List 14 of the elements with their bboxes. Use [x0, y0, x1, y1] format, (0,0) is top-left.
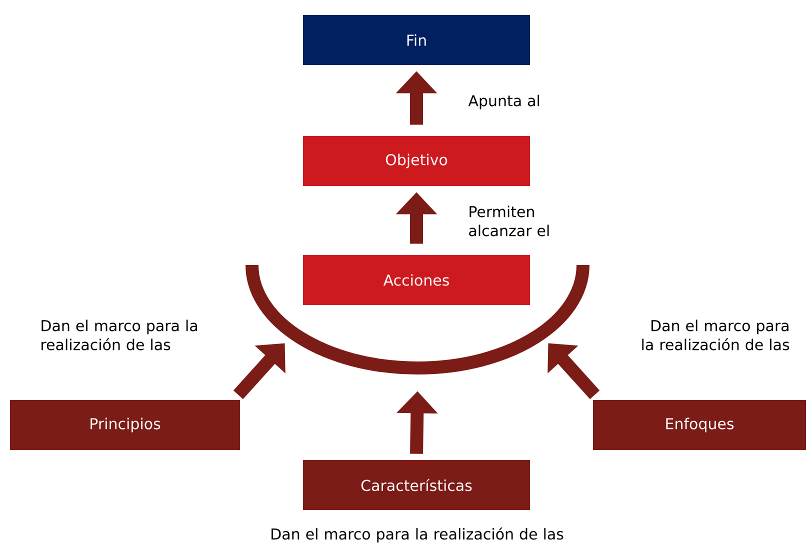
label-box: Acciones	[303, 255, 530, 305]
label-box: Principios	[10, 400, 240, 450]
label-box: Objetivo	[303, 136, 530, 186]
label-box: Características	[303, 460, 530, 510]
edge-label: Apunta al	[468, 94, 540, 110]
block-arrow	[233, 343, 286, 400]
arc-shape	[246, 264, 590, 374]
label-box: Enfoques	[593, 400, 806, 450]
block-arrow	[548, 343, 600, 400]
edge-label: Dan el marco para la realización de las	[642, 320, 790, 350]
title-box: Fin	[303, 15, 530, 65]
edge-label: Dan el marco para la realización de las	[42, 320, 197, 350]
edge-label: Dan el marco para la realización de las	[272, 527, 564, 543]
edge-label: Permiten alcanzar el	[469, 206, 549, 236]
